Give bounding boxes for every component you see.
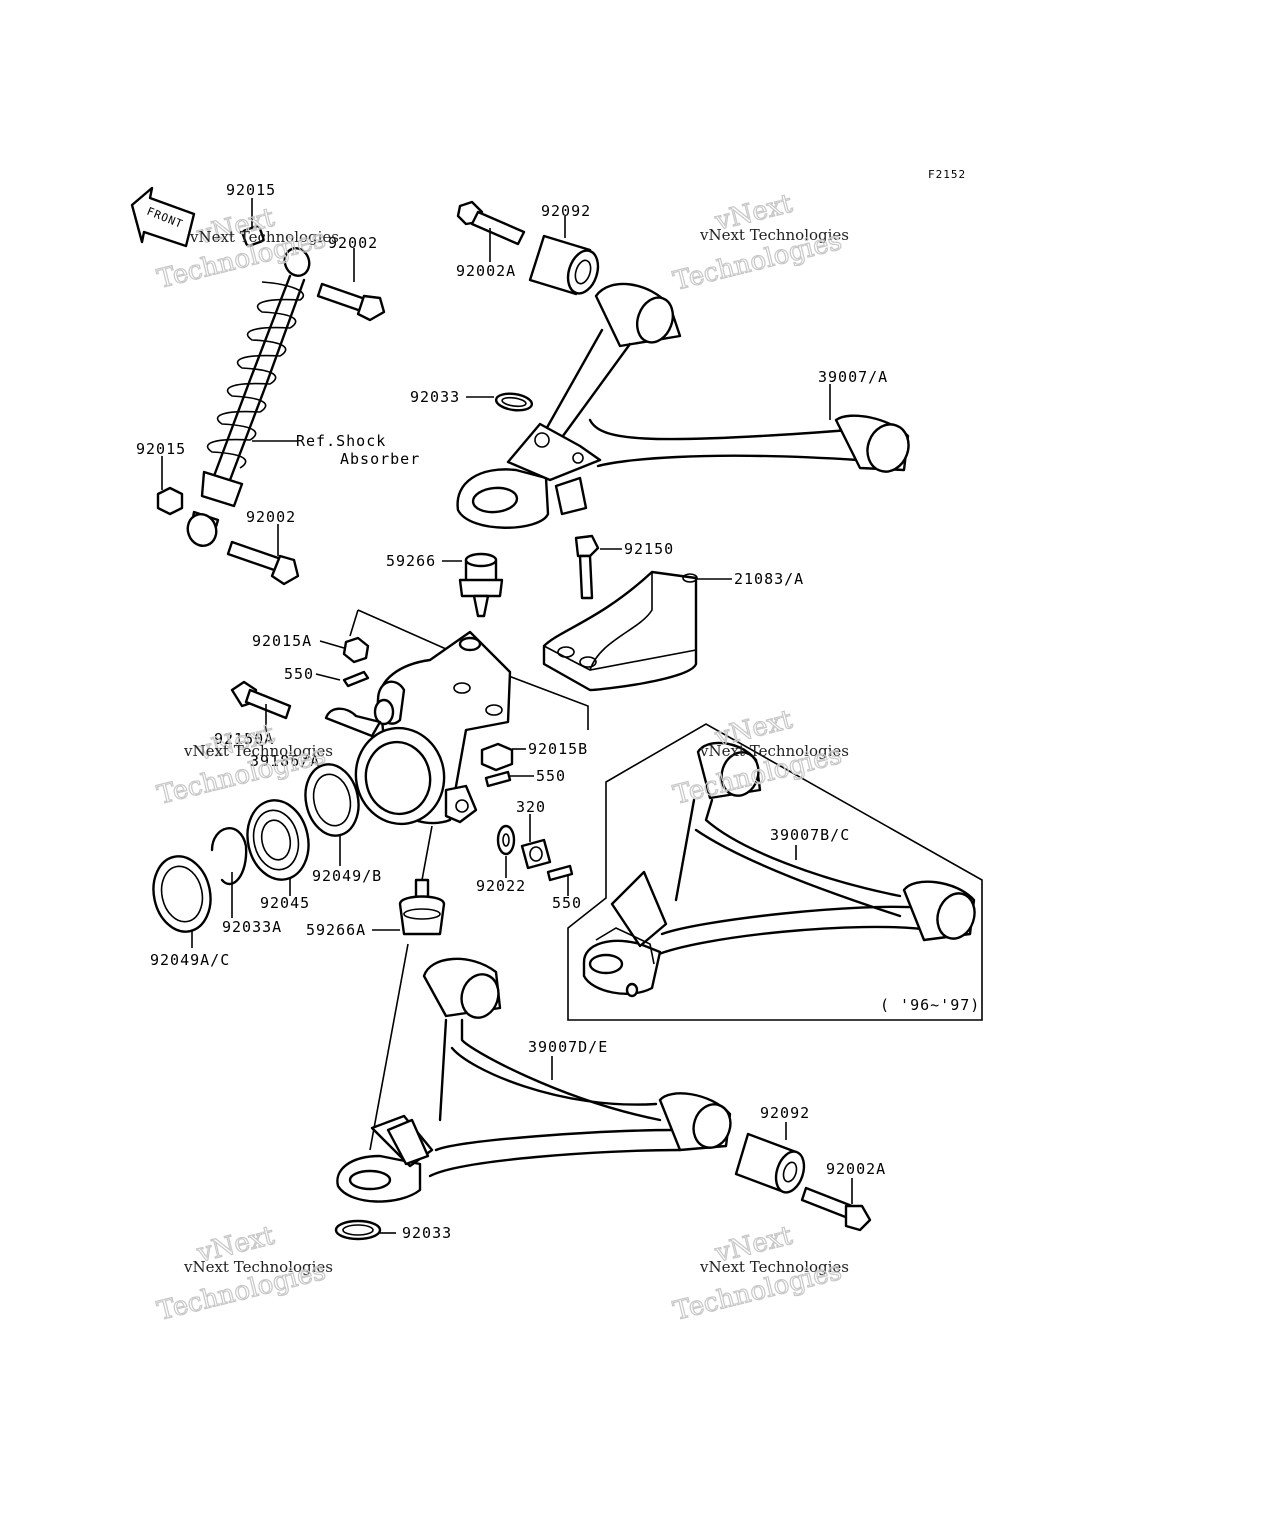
label-39007DE: 39007D/E	[528, 1038, 608, 1056]
watermark-company: vNext Technologies	[699, 742, 849, 760]
label-92049B: 92049/B	[312, 867, 382, 885]
label-92150A: 92150A	[214, 730, 274, 748]
watermark-mid-right: vNext vNext Technologies Technologies	[670, 704, 849, 811]
cotter-pin-550-b-icon	[484, 770, 512, 788]
bushing-92092-bottom-icon	[734, 1132, 806, 1194]
label-92015B: 92015B	[528, 740, 588, 758]
watermark-company: vNext Technologies	[699, 1258, 849, 1276]
label-39186A: 39186/A	[250, 752, 320, 770]
label-59266: 59266	[386, 552, 436, 570]
label-92015A: 92015A	[252, 632, 312, 650]
bearing-92045-icon	[246, 799, 310, 881]
watermark-company: vNext Technologies	[183, 1258, 333, 1276]
bolt-92002A-top-icon	[456, 200, 526, 246]
label-92092-top: 92092	[541, 202, 591, 220]
washer-92022-icon	[496, 824, 516, 856]
label-92015-top: 92015	[226, 181, 276, 199]
seal-92049B-icon	[304, 763, 360, 837]
shock-absorber	[156, 225, 311, 547]
bolt-92150-icon	[574, 534, 600, 600]
cotter-pin-550-a-icon	[342, 670, 370, 688]
circlip-92033A-icon	[210, 827, 248, 886]
label-550-a: 550	[284, 665, 314, 683]
label-ref-shock: Ref.Shock	[296, 432, 386, 450]
label-92049AC: 92049A/C	[150, 951, 230, 969]
label-92033-top: 92033	[410, 388, 460, 406]
label-550-b: 550	[536, 767, 566, 785]
part-labels: 92015 92002 Ref.Shock Absorber 92015 920…	[136, 181, 980, 1242]
ball-joint-59266A-icon	[398, 878, 446, 936]
label-92002-top: 92002	[328, 234, 378, 252]
watermark-bottom-right: vNext vNext Technologies Technologies	[670, 1220, 849, 1327]
leader-lines	[161, 198, 853, 1234]
bolt-92002A-bottom-icon	[800, 1186, 872, 1232]
label-550-c: 550	[552, 894, 582, 912]
label-92002-mid: 92002	[246, 508, 296, 526]
bolt-92002-mid-icon	[226, 540, 300, 586]
ball-joint-59266-icon	[458, 552, 504, 618]
label-92002A-bottom: 92002A	[826, 1160, 886, 1178]
label-92015-mid: 92015	[136, 440, 186, 458]
circlip-92033-top-icon	[494, 392, 534, 412]
label-39007BC: 39007B/C	[770, 826, 850, 844]
label-92022: 92022	[476, 877, 526, 895]
label-39007A: 39007/A	[818, 368, 888, 386]
bolt-92150A-icon	[230, 680, 292, 720]
alternate-arm-box	[567, 723, 983, 1021]
label-59266A: 59266A	[306, 921, 366, 939]
watermark-top-right: vNext vNext Technologies Technologies	[670, 188, 849, 297]
label-92002A-top: 92002A	[456, 262, 516, 280]
lower-a-arm	[336, 957, 732, 1203]
year-note: ( '96~'97)	[880, 996, 980, 1014]
watermark-company: vNext Technologies	[189, 228, 339, 246]
label-92150: 92150	[624, 540, 674, 558]
bolt-92002-top-icon	[316, 282, 386, 322]
bracket-21083A	[542, 570, 698, 692]
leader-knuckle-balljoint	[421, 825, 433, 881]
nut-92015B-icon	[480, 742, 514, 772]
seal-92049AC-icon	[152, 855, 212, 933]
front-arrow-icon: FRONT	[130, 186, 196, 248]
label-92033A: 92033A	[222, 918, 282, 936]
label-21083A: 21083/A	[734, 570, 804, 588]
castle-nut-320-icon	[520, 838, 552, 870]
watermark-bottom-left: vNext vNext Technologies Technologies	[154, 1220, 333, 1327]
figure-code: F2152	[928, 168, 966, 181]
cotter-pin-550-c-icon	[546, 864, 574, 882]
watermark-company: vNext Technologies	[183, 742, 333, 760]
bushing-92092-top-icon	[528, 234, 600, 296]
label-92092-bottom: 92092	[760, 1104, 810, 1122]
nut-92015A-icon	[342, 636, 370, 664]
label-92033-bottom: 92033	[402, 1224, 452, 1242]
upper-a-arm	[456, 282, 910, 529]
steering-knuckle	[324, 630, 512, 826]
leader-balljoint-lowerarm	[369, 943, 409, 1151]
label-ref-absorber: Absorber	[340, 450, 420, 468]
watermark-company: vNext Technologies	[699, 226, 849, 244]
label-92045: 92045	[260, 894, 310, 912]
label-320: 320	[516, 798, 546, 816]
circlip-92033-bottom-icon	[334, 1219, 382, 1241]
